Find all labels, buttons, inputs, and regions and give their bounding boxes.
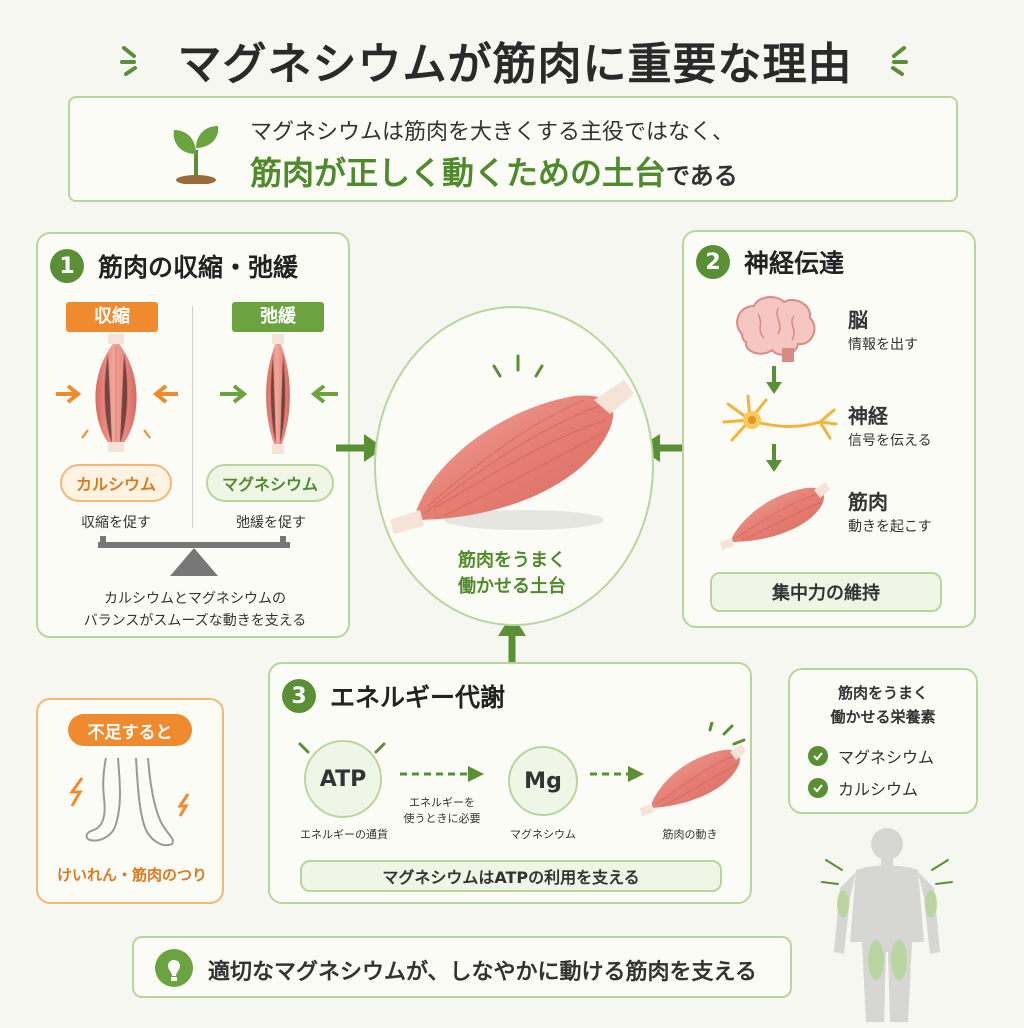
check-icon (808, 778, 828, 798)
center-line1: 筋肉をうまく (458, 550, 566, 571)
section1-divider (192, 306, 193, 528)
nerve-label: 神経 (848, 404, 888, 428)
intro-line2: 筋肉が正しく動くための土台である (250, 148, 738, 194)
sprout-icon (166, 120, 226, 188)
nutrient-item: カルシウム (808, 776, 918, 800)
nutrients-card: 筋肉をうまく 働かせる栄養素 マグネシウム カルシウム (788, 668, 978, 814)
muscle-label: 筋肉 (848, 490, 888, 514)
atp-desc: エネルギーの通貨 (300, 828, 388, 841)
intro-line1: マグネシウムは筋肉を大きくする主役ではなく、 (250, 120, 735, 145)
neuron-icon (720, 392, 840, 452)
title-decor-right (870, 38, 910, 82)
center-sparkle-icon (488, 352, 548, 386)
intro-line2-main: 筋肉が正しく動くための土台 (250, 154, 667, 192)
intro-line2-tail: である (666, 162, 738, 190)
footer-box: 適切なマグネシウムが、しなやかに動ける筋肉を支える (132, 936, 792, 998)
section2-title: 神経伝達 (744, 249, 845, 278)
contracted-muscle-icon (52, 334, 182, 458)
energy-muscle-icon (640, 720, 750, 826)
center-muscle-icon (384, 370, 644, 544)
brain-icon (728, 294, 818, 368)
calcium-pill: カルシウム (60, 464, 172, 502)
deficiency-card: 不足すると けいれん・筋肉のつり (36, 698, 224, 904)
legs-cramp-icon (68, 754, 198, 858)
atp-sparkle-icon (292, 732, 392, 766)
check-icon (808, 746, 828, 766)
nerve-desc: 信号を伝える (848, 433, 932, 449)
mg-desc: マグネシウム (510, 828, 576, 841)
title-decor-left (118, 38, 158, 82)
arrow-line1: エネルギーを (409, 796, 475, 809)
down-arrow-2-icon (762, 444, 786, 478)
dashed-arrow-1-icon (398, 762, 488, 790)
footer-text: 適切なマグネシウムが、しなやかに動ける筋肉を支える (208, 960, 757, 985)
body-figure-icon (812, 822, 962, 1028)
nutrients-title-line1: 筋肉をうまく (837, 684, 928, 702)
brain-desc: 情報を出す (848, 337, 918, 353)
section2-number: 2 (696, 245, 730, 279)
balance-seesaw-icon (94, 532, 294, 582)
section3-card: 3 エネルギー代謝 ATP エネルギーの通貨 エネルギーを 使うときに必要 Mg… (268, 662, 752, 904)
mg-circle: Mg (508, 746, 578, 816)
balance-line2: バランスがスムーズな動きを支える (83, 613, 307, 629)
atp-circle: ATP (304, 740, 382, 818)
page-title: マグネシウムが筋肉に重要な理由 (177, 39, 853, 90)
lightbulb-icon (154, 948, 194, 992)
section1-title: 筋肉の収縮・弛緩 (98, 253, 299, 282)
brain-label: 脳 (848, 308, 868, 332)
nutrient-item-label: マグネシウム (838, 748, 935, 767)
deficiency-result: けいれん・筋肉のつり (56, 866, 207, 884)
relax-label: 弛緩 (232, 302, 324, 332)
nutrients-title-line2: 働かせる栄養素 (830, 708, 936, 726)
center-line2: 働かせる土台 (458, 576, 566, 597)
focus-pill: 集中力の維持 (710, 572, 942, 612)
down-arrow-1-icon (762, 366, 786, 400)
small-muscle-icon (720, 478, 830, 556)
energy-muscle-desc: 筋肉の動き (662, 828, 718, 841)
nutrient-item: マグネシウム (808, 744, 934, 768)
section3-title: エネルギー代謝 (330, 683, 506, 712)
balance-line1: カルシウムとマグネシウムの (104, 591, 286, 607)
section1-number: 1 (50, 249, 84, 283)
magnesium-desc: 弛緩を促す (236, 515, 306, 531)
magnesium-pill: マグネシウム (206, 464, 334, 502)
intro-box: マグネシウムは筋肉を大きくする主役ではなく、 筋肉が正しく動くための土台である (68, 96, 958, 202)
relaxed-muscle-icon (214, 334, 344, 458)
contract-label: 収縮 (66, 302, 158, 332)
arrow-line2: 使うときに必要 (403, 812, 481, 825)
nutrient-item-label: カルシウム (838, 780, 919, 799)
dashed-arrow-2-icon (588, 762, 648, 790)
atp-summary-pill: マグネシウムはATPの利用を支える (300, 860, 722, 892)
section3-number: 3 (282, 679, 316, 713)
muscle-desc: 動きを起こす (848, 519, 932, 535)
calcium-desc: 収縮を促す (81, 515, 151, 531)
section2-card: 2 神経伝達 脳 情報を出す 神経 信号を伝える (682, 230, 976, 628)
section1-card: 1 筋肉の収縮・弛緩 収縮 弛緩 カルシウム マグネシウム 収縮を促す 弛緩を促… (36, 232, 350, 638)
deficiency-label: 不足すると (68, 714, 192, 746)
